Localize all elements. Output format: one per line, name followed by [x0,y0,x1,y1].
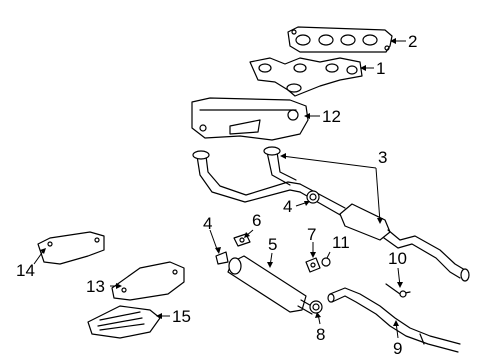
callout-7: 7 [307,225,316,244]
oxygen-sensor [385,283,411,298]
callout-11: 11 [332,233,350,252]
callout-4-lower: 4 [203,214,212,233]
callout-2: 2 [408,32,417,51]
callout-13: 13 [86,277,105,296]
nut [321,257,331,267]
skid-plate-left [37,231,105,265]
manifold-heat-shield [191,97,309,141]
y-pipe-catalytic-converter [192,146,470,282]
callout-1: 1 [376,59,385,78]
tailpipe [327,287,461,353]
callout-14: 14 [16,261,35,280]
callout-12: 12 [322,107,341,126]
hanger-bracket [215,251,229,265]
callout-3: 3 [378,148,387,167]
heat-shield-lower [87,305,161,339]
pipe-clamp-upper [306,190,320,204]
callout-5: 5 [268,235,277,254]
leader-lines [33,38,406,339]
heat-shield-middle [111,261,185,301]
tailpipe-clamp [309,300,323,314]
muffler-hanger [305,257,321,273]
exhaust-manifold [249,57,363,97]
muffler [227,255,316,315]
callout-6: 6 [252,211,261,230]
callout-4-upper: 4 [283,197,292,216]
callout-15: 15 [172,307,191,326]
callout-9: 9 [393,339,402,358]
callout-8: 8 [316,325,325,344]
callout-labels: 2 1 12 3 4 4 6 5 7 11 8 10 9 14 13 15 [16,32,417,358]
manifold-gasket [287,26,393,53]
callout-10: 10 [388,249,407,268]
